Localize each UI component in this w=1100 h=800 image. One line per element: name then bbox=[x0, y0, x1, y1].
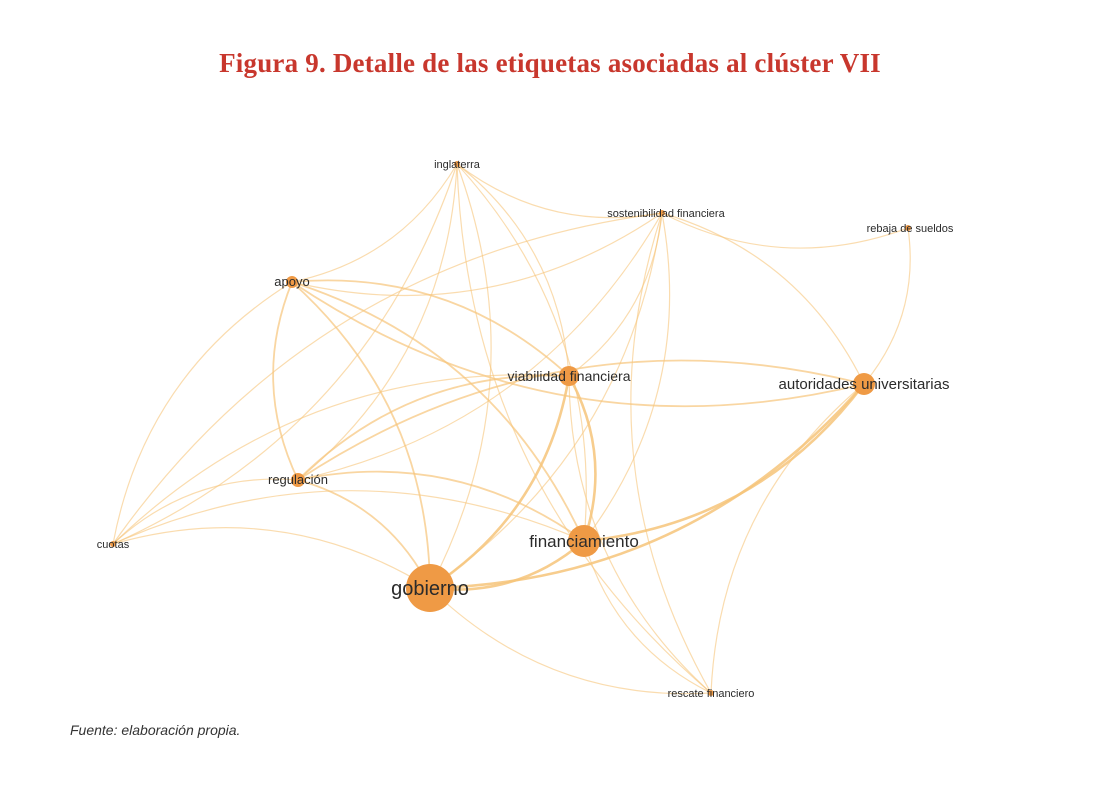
edge-regulacion-inglaterra bbox=[297, 163, 458, 481]
node-rescate bbox=[708, 690, 714, 696]
edge-viabilidad-cuotas bbox=[112, 374, 570, 545]
edges-layer bbox=[112, 163, 911, 695]
edge-gobierno-apoyo bbox=[291, 281, 431, 589]
edge-gobierno-regulacion bbox=[297, 479, 431, 589]
edge-financiamiento-viabilidad bbox=[567, 374, 597, 543]
edge-sostenibilidad-cuotas bbox=[112, 212, 663, 545]
node-cuotas bbox=[110, 541, 116, 547]
edge-regulacion-cuotas bbox=[112, 478, 299, 545]
edge-financiamiento-sostenibilidad bbox=[583, 212, 671, 542]
edge-apoyo-cuotas bbox=[112, 281, 293, 545]
node-apoyo bbox=[286, 276, 298, 288]
edge-financiamiento-regulacion bbox=[297, 470, 585, 542]
edge-cuotas-inglaterra bbox=[112, 163, 458, 545]
node-label-financiamiento: financiamiento bbox=[529, 532, 639, 551]
edge-gobierno-rescate bbox=[429, 587, 712, 695]
edge-sostenibilidad-rebaja bbox=[661, 212, 909, 249]
edge-inglaterra-rescate bbox=[456, 163, 712, 694]
nodes-layer bbox=[110, 161, 911, 696]
edge-gobierno-cuotas bbox=[112, 527, 431, 589]
labels-layer: gobierno financiamiento autoridades univer… bbox=[97, 159, 954, 700]
edge-gobierno-autoridades bbox=[428, 382, 866, 590]
edge-gobierno-inglaterra bbox=[429, 163, 492, 589]
node-label-rebaja: rebaja de sueldos bbox=[867, 223, 954, 235]
edge-apoyo-sostenibilidad bbox=[291, 212, 663, 297]
node-label-regulacion: regulación bbox=[268, 472, 328, 487]
edge-autoridades-rescate bbox=[710, 383, 865, 694]
node-label-autoridades: autoridades universitarias bbox=[779, 376, 950, 393]
edge-viabilidad-inglaterra bbox=[456, 163, 570, 377]
node-rebaja bbox=[905, 225, 911, 231]
edge-financiamiento-inglaterra bbox=[456, 163, 587, 542]
node-label-inglaterra: inglaterra bbox=[434, 159, 481, 171]
edge-apoyo-regulacion bbox=[272, 281, 299, 481]
edge-apoyo-inglaterra bbox=[291, 163, 458, 283]
node-label-gobierno: gobierno bbox=[391, 578, 469, 600]
edge-financiamiento-cuotas bbox=[112, 490, 585, 545]
edge-viabilidad-sostenibilidad bbox=[568, 212, 663, 377]
node-label-rescate: rescate financiero bbox=[668, 688, 755, 700]
node-regulacion bbox=[291, 473, 305, 487]
node-label-apoyo: apoyo bbox=[274, 274, 309, 289]
node-label-sostenibilidad: sostenibilidad financiera bbox=[607, 208, 725, 220]
node-sostenibilidad bbox=[659, 210, 665, 216]
edge-autoridades-sostenibilidad bbox=[661, 212, 865, 385]
node-label-cuotas: cuotas bbox=[97, 539, 130, 551]
edge-autoridades-rebaja bbox=[863, 227, 911, 385]
edge-viabilidad-apoyo bbox=[291, 279, 570, 377]
edge-financiamiento-autoridades bbox=[582, 382, 866, 543]
edge-gobierno-viabilidad bbox=[428, 374, 571, 590]
node-financiamiento bbox=[568, 525, 600, 557]
edge-apoyo-autoridades bbox=[291, 281, 865, 408]
node-label-viabilidad: viabilidad financiera bbox=[508, 368, 631, 384]
edge-viabilidad-rescate bbox=[568, 375, 712, 694]
node-gobierno bbox=[406, 564, 454, 612]
node-viabilidad bbox=[559, 366, 579, 386]
edge-gobierno-sostenibilidad bbox=[429, 212, 663, 589]
source-note: Fuente: elaboración propia. bbox=[70, 722, 241, 738]
node-autoridades bbox=[853, 373, 875, 395]
edge-financiamiento-rescate bbox=[583, 540, 712, 694]
edge-regulacion-sostenibilidad bbox=[297, 212, 663, 481]
edge-sostenibilidad-rescate bbox=[630, 212, 712, 694]
edge-viabilidad-regulacion bbox=[297, 374, 570, 481]
edge-financiamiento-apoyo bbox=[291, 281, 585, 542]
node-inglaterra bbox=[454, 161, 460, 167]
figure-title: Figura 9. Detalle de las etiquetas asoci… bbox=[219, 48, 881, 78]
